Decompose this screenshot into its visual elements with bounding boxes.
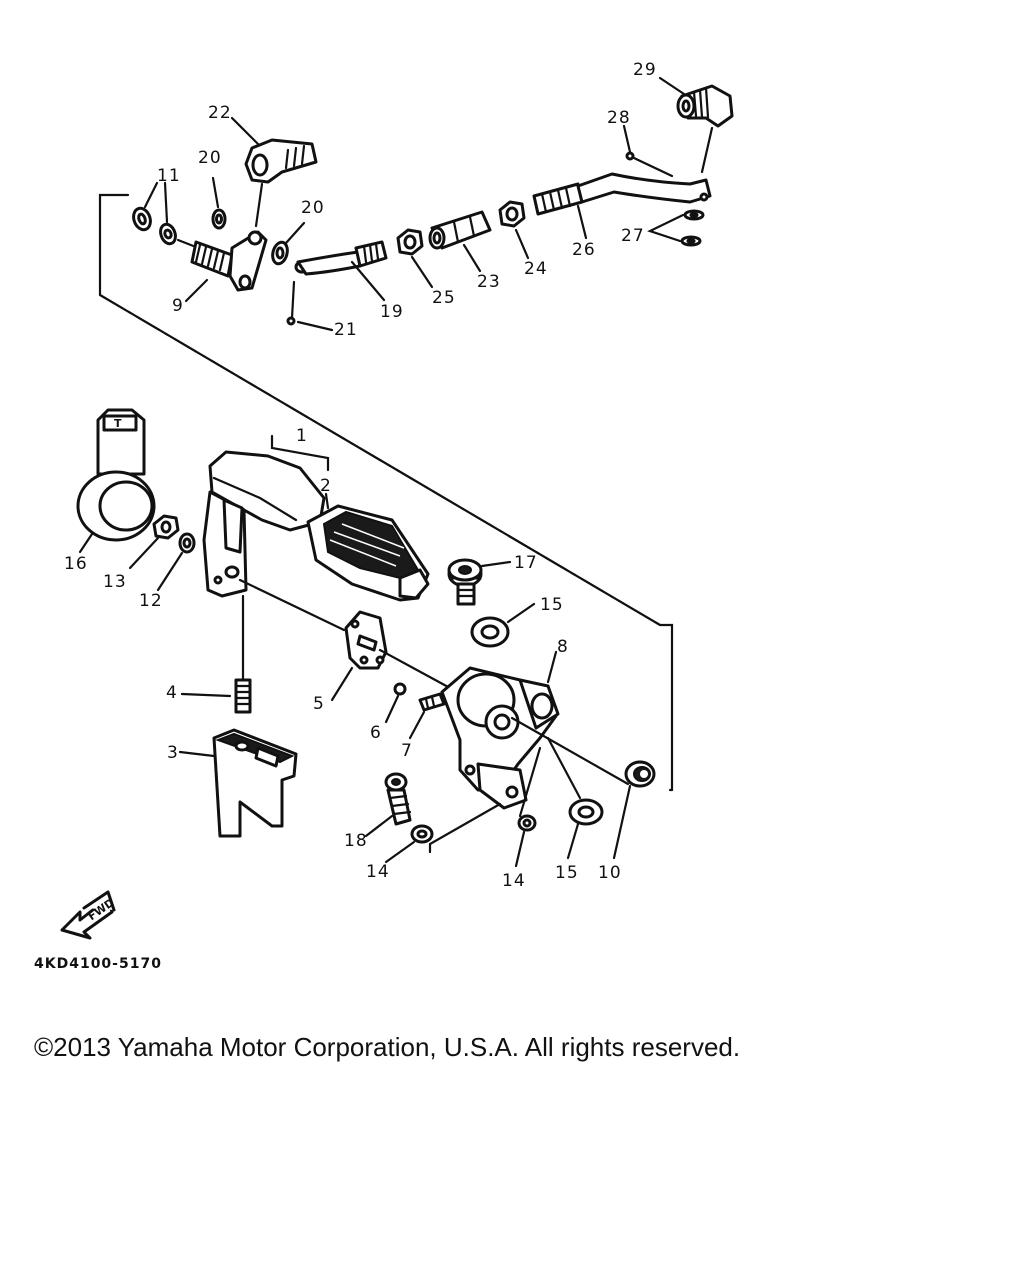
fwd-arrow-icon: FWD — [60, 890, 117, 940]
callout-26: 26 — [572, 240, 596, 260]
callout-20-left: 20 — [198, 148, 222, 168]
part-21-pin — [286, 280, 334, 332]
callout-9: 9 — [172, 296, 184, 316]
callout-labels: 1 2 3 4 5 6 7 8 9 10 11 12 13 14 14 15 1… — [64, 60, 657, 891]
part-22-cap — [230, 116, 318, 228]
callout-16: 16 — [64, 554, 88, 574]
callout-15-top: 15 — [540, 595, 564, 615]
callout-14-left: 14 — [366, 862, 390, 882]
callout-11: 11 — [157, 166, 181, 186]
part-6-ball — [384, 682, 407, 724]
part-14-washer-left — [384, 824, 434, 864]
part-27-washers — [647, 209, 705, 247]
callout-5: 5 — [313, 694, 325, 714]
callout-22: 22 — [208, 103, 232, 123]
callout-6: 6 — [370, 723, 382, 743]
part-5-plate — [238, 578, 452, 702]
callout-14-right: 14 — [502, 871, 526, 891]
svg-text:T: T — [114, 417, 122, 430]
callout-24: 24 — [524, 259, 548, 279]
callout-3: 3 — [167, 743, 179, 763]
part-15-washer-bottom — [566, 798, 604, 860]
callout-25: 25 — [432, 288, 456, 308]
callout-13: 13 — [103, 572, 127, 592]
part-9-shaft — [176, 230, 268, 303]
part-1-lever — [202, 434, 330, 598]
callout-12: 12 — [139, 591, 163, 611]
part-15-washer-top — [470, 602, 536, 648]
callout-18: 18 — [344, 831, 368, 851]
part-10-seal — [612, 760, 656, 860]
assembly-outline — [98, 193, 674, 792]
callout-27: 27 — [621, 226, 645, 246]
part-7-pin — [408, 692, 446, 740]
callout-10: 10 — [598, 863, 622, 883]
part-11-washers — [132, 181, 177, 246]
part-24-nut — [498, 200, 530, 260]
part-3-bracket — [178, 728, 298, 838]
callout-20-right: 20 — [301, 198, 325, 218]
callout-7: 7 — [401, 741, 413, 761]
part-4-spring — [180, 678, 252, 714]
part-12-washer — [156, 532, 196, 592]
callout-28: 28 — [607, 108, 631, 128]
part-2-grip — [306, 492, 430, 602]
callout-2: 2 — [320, 476, 332, 496]
part-26-rod — [532, 172, 712, 240]
callout-15-bottom: 15 — [555, 863, 579, 883]
diagram-code: 4KD4100-5170 — [34, 956, 162, 972]
part-23-sleeve — [428, 210, 492, 273]
callout-21: 21 — [334, 320, 358, 340]
part-16-grip: T — [76, 408, 156, 554]
copyright-notice: ©2013 Yamaha Motor Corporation, U.S.A. A… — [34, 1032, 741, 1062]
callout-17: 17 — [514, 553, 538, 573]
callout-4: 4 — [166, 683, 178, 703]
part-25-nut — [396, 228, 434, 289]
callout-23: 23 — [477, 272, 501, 292]
callout-29: 29 — [633, 60, 657, 80]
callout-19: 19 — [380, 302, 404, 322]
callout-1: 1 — [296, 426, 308, 446]
part-13-nut — [128, 514, 180, 570]
part-18-bolt — [364, 772, 412, 838]
part-20-washers — [211, 176, 306, 266]
part-19-rod — [294, 240, 388, 302]
callout-8: 8 — [557, 637, 569, 657]
part-29-cap — [658, 76, 734, 174]
part-17-bolt — [447, 558, 512, 606]
part-14-washer-right — [514, 814, 537, 868]
part-28-pin — [622, 124, 674, 178]
part-8-housing — [428, 650, 630, 854]
